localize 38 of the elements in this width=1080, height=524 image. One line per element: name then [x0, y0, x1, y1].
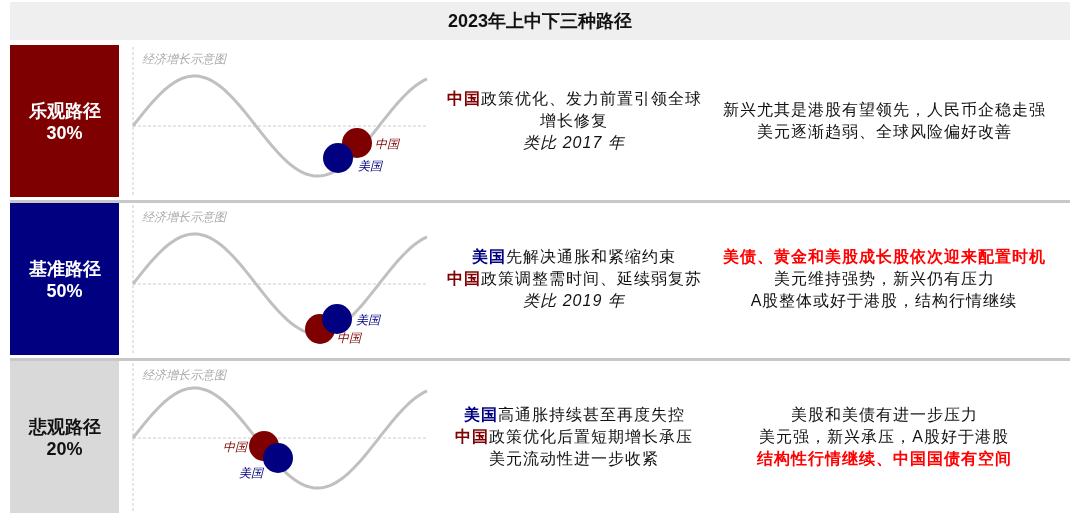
scenario-name: 基准路径	[28, 257, 101, 281]
country-dot	[263, 443, 293, 473]
scenario-text: 中国政策优化、发力前置引领全球增长修复	[445, 89, 703, 131]
chart-caption: 经济增长示意图	[142, 51, 226, 68]
probability-value: 50%	[46, 280, 83, 302]
scenario-text: 美元逐渐趋弱、全球风险偏好改善	[756, 122, 1012, 142]
scenario-text: 中国政策调整需时间、延续弱复苏	[446, 269, 702, 289]
scenario-band	[10, 361, 119, 513]
probability-value: 20%	[46, 438, 83, 460]
scenario-text: 结构性行情继续、中国国债有空间	[756, 449, 1012, 469]
country-label: 美国	[239, 465, 263, 482]
scenario-text: 美元强，新兴承压，A股好于港股	[759, 427, 1009, 447]
scenario-text: 新兴尤其是港股有望领先，人民币企稳走强	[722, 100, 1046, 120]
scenario-text: 美债、黄金和美股成长股依次迎来配置时机	[722, 247, 1046, 267]
chart-caption: 经济增长示意图	[142, 367, 226, 384]
probability-value: 30%	[46, 122, 83, 144]
scenario-name: 悲观路径	[28, 415, 101, 439]
scenario-text: 中国政策优化后置短期增长承压	[455, 427, 693, 447]
country-label: 中国	[375, 136, 399, 153]
scenario-text: A股整体或好于港股，结构行情继续	[750, 291, 1018, 311]
scenario-text: 美元流动性进一步收紧	[489, 449, 659, 469]
chart-caption: 经济增长示意图	[142, 209, 226, 226]
country-dot	[322, 304, 352, 334]
scenario-band	[10, 45, 119, 197]
scenario-text: 美股和美债有进一步压力	[790, 405, 978, 425]
country-label: 美国	[358, 158, 382, 175]
analogy-note: 类比 2017 年	[523, 133, 625, 153]
scenario-band	[10, 203, 119, 355]
country-dot	[323, 143, 353, 173]
country-label: 美国	[356, 312, 380, 329]
scenario-text: 美国高通胀持续甚至再度失控	[463, 405, 685, 425]
country-label: 中国	[337, 330, 361, 347]
analogy-note: 类比 2019 年	[523, 291, 625, 311]
table-title: 2023年上中下三种路径	[10, 2, 1070, 40]
scenario-name: 乐观路径	[28, 99, 101, 123]
scenario-text: 美国先解决通胀和紧缩约束	[472, 247, 676, 267]
country-label: 中国	[223, 439, 247, 456]
scenario-text: 美元维持强势，新兴仍有压力	[773, 269, 995, 289]
